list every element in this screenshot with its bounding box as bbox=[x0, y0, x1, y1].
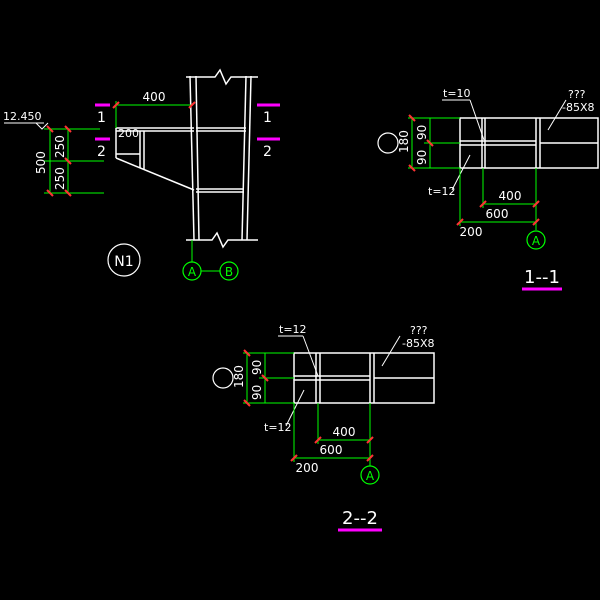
cut-1-left-label: 1 bbox=[97, 110, 106, 126]
axis-a-label: A bbox=[188, 265, 197, 279]
flat-bar-leader bbox=[547, 99, 567, 131]
s1-axis-a-bubble bbox=[526, 230, 546, 250]
column-right-flange-inner bbox=[246, 75, 252, 241]
s2-flat-bar-leader bbox=[381, 335, 401, 367]
axis-b-bubble bbox=[219, 261, 239, 281]
dim-tick bbox=[314, 436, 322, 444]
level-mark: 12.450 bbox=[3, 110, 100, 130]
s2-dim-200-label: 200 bbox=[296, 461, 319, 475]
dim-tick bbox=[479, 200, 487, 208]
s1-dim-180-label: 180 bbox=[397, 130, 411, 153]
dim-400-elevation: 400 200 bbox=[112, 90, 196, 140]
s2-dim-600-label: 600 bbox=[320, 443, 343, 457]
column-left-flange-inner bbox=[195, 75, 200, 241]
s2-axis-a-bubble bbox=[360, 465, 380, 485]
s1-dim-400-label: 400 bbox=[499, 189, 522, 203]
vertical-dimensions: 500 250 250 bbox=[34, 125, 104, 197]
s2-t12-bottom-leader bbox=[285, 389, 305, 427]
s1-dim-90-top-label: 90 bbox=[415, 125, 429, 140]
node-and-axes: N1 A B bbox=[107, 240, 239, 281]
dim-tick bbox=[64, 125, 72, 133]
dim-tick bbox=[366, 436, 374, 444]
section-1-view: t=10 t=12 ??? -85X8 180 90 90 400 600 20… bbox=[377, 87, 599, 291]
elevation-view: 12.450 500 250 250 400 200 bbox=[3, 68, 280, 281]
level-triangle bbox=[35, 122, 49, 130]
section-1-stiffener-label: t=10 bbox=[443, 87, 471, 100]
section-1-plate-label: t=12 bbox=[428, 185, 456, 198]
section-2-callout-size: -85X8 bbox=[402, 337, 435, 350]
section-1-title: 1--1 bbox=[524, 267, 560, 288]
s1-dim-90-bottom-label: 90 bbox=[415, 150, 429, 165]
section-1-pipe-symbol bbox=[377, 132, 399, 154]
dim-tick bbox=[64, 189, 72, 197]
dim-tick bbox=[366, 454, 374, 462]
dim-tick bbox=[261, 374, 269, 382]
dim-tick bbox=[532, 200, 540, 208]
haunch-bracket bbox=[115, 127, 195, 191]
s1-axis-a-label: A bbox=[532, 234, 541, 248]
dim-tick bbox=[46, 125, 54, 133]
s2-t12-top-leader bbox=[302, 335, 319, 377]
cut-1-right-label: 1 bbox=[263, 110, 272, 126]
section-1-callout-qmarks: ??? bbox=[568, 88, 586, 101]
section-1-callout-size: -85X8 bbox=[562, 101, 595, 114]
dim-tick bbox=[188, 101, 196, 109]
section-2-plates bbox=[293, 352, 435, 404]
t10-leader bbox=[469, 99, 485, 141]
section-2-pipe-symbol bbox=[212, 367, 234, 389]
cut-2-left-label: 2 bbox=[97, 144, 106, 160]
s2-dim-400-label: 400 bbox=[333, 425, 356, 439]
node-circle bbox=[107, 243, 141, 277]
dim-tick bbox=[426, 139, 434, 147]
dim-tick bbox=[456, 218, 464, 226]
column-right-flange bbox=[241, 75, 247, 241]
column bbox=[186, 68, 258, 249]
dim-tick bbox=[112, 101, 120, 109]
section-1-plates bbox=[459, 117, 599, 169]
section-2-title: 2--2 bbox=[342, 508, 378, 529]
s1-dim-200-label: 200 bbox=[460, 225, 483, 239]
column-top-break-line bbox=[186, 68, 258, 86]
dim-500-label: 500 bbox=[34, 151, 48, 174]
s2-dim-180-label: 180 bbox=[232, 365, 246, 388]
section-cut-marks: 1 1 2 2 bbox=[95, 103, 280, 160]
dim-tick bbox=[290, 454, 298, 462]
bracket-sloped-flange bbox=[115, 157, 195, 191]
section-2-view: t=12 t=12 ??? -85X8 180 90 90 400 600 20… bbox=[212, 323, 435, 532]
dim-250-bottom-label: 250 bbox=[53, 167, 67, 190]
level-label: 12.450 bbox=[3, 110, 42, 123]
column-left-flange bbox=[189, 75, 195, 241]
node-label: N1 bbox=[114, 254, 133, 270]
dim-250-top-label: 250 bbox=[53, 135, 67, 158]
section-2-plate-label: t=12 bbox=[264, 421, 292, 434]
column-bottom-break-line bbox=[186, 231, 258, 249]
s2-dim-90-top-label: 90 bbox=[250, 360, 264, 375]
dim-tick bbox=[64, 157, 72, 165]
t12-leader bbox=[451, 154, 471, 191]
dim-tick bbox=[243, 349, 251, 357]
axis-b-label: B bbox=[225, 265, 233, 279]
dim-tick bbox=[243, 399, 251, 407]
s1-dim-600-label: 600 bbox=[486, 207, 509, 221]
cut-2-right-label: 2 bbox=[263, 144, 272, 160]
s2-axis-a-label: A bbox=[366, 469, 375, 483]
section-2-callout-qmarks: ??? bbox=[410, 324, 428, 337]
dim-tick bbox=[408, 114, 416, 122]
dim-tick bbox=[532, 218, 540, 226]
dim-tick bbox=[408, 164, 416, 172]
section-2-stiffener-label: t=12 bbox=[279, 323, 307, 336]
dim-tick bbox=[46, 189, 54, 197]
dim-400-label: 400 bbox=[143, 90, 166, 104]
s2-dim-90-bottom-label: 90 bbox=[250, 385, 264, 400]
dim-200-label: 200 bbox=[118, 127, 139, 140]
